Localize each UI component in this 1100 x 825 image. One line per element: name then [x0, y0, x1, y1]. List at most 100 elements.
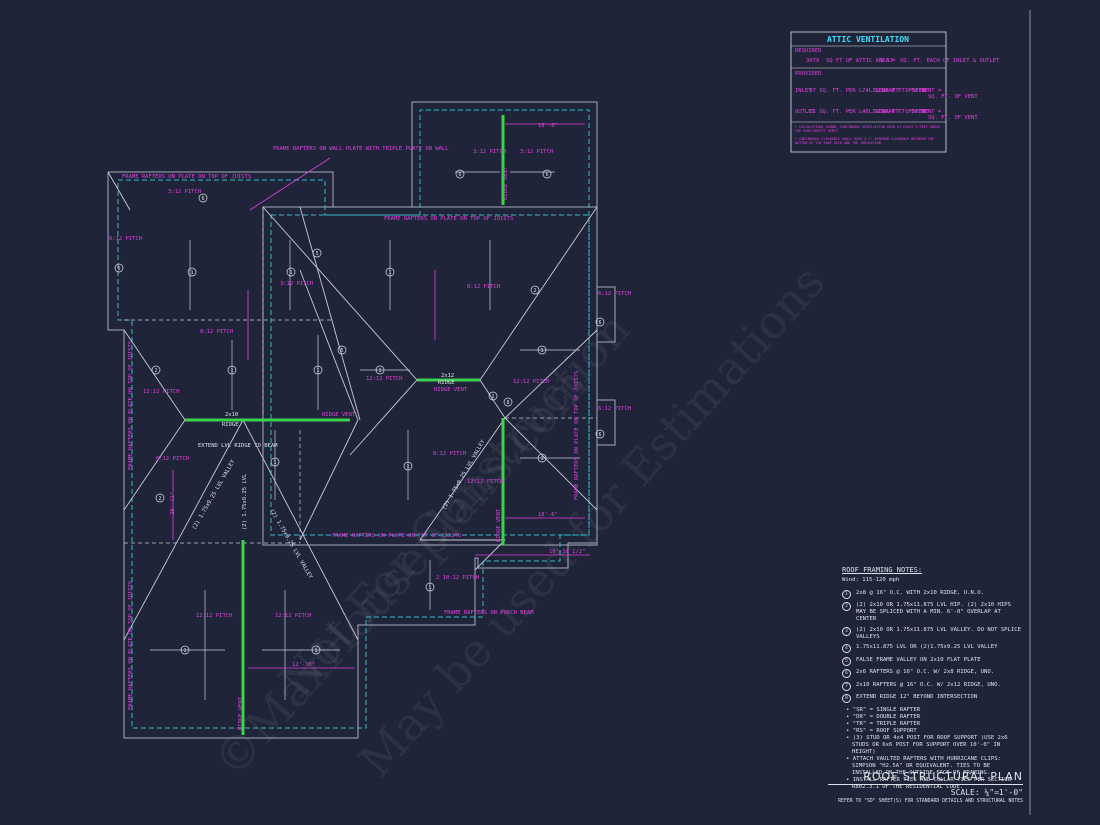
note-text: FALSE FRAME VALLEY ON 2x10 FLAT PLATE [856, 656, 981, 663]
notes-bullets-list: • "SR" = SINGLE RAFTER• "DR" = DOUBLE RA… [842, 707, 1022, 791]
ridge-vent-2: RIDGE VENT [434, 387, 468, 393]
note-item: 2(2) 2x10 OR 1.75x11.875 LVL HIP. (2) 2x… [842, 602, 1022, 623]
svg-text:1: 1 [183, 648, 186, 654]
note-number-circle: 7 [842, 681, 851, 691]
svg-text:6: 6 [201, 196, 204, 202]
vent-required-result-unit: SQ. FT. EACH OF INLET & OUTLET [900, 58, 1000, 64]
pitch-label-8: 6:12 PITCH [598, 406, 631, 412]
note-number-circle: 5 [842, 656, 851, 666]
pitch-label-6: 6:12 PITCH [156, 456, 189, 462]
vent-inlet-result: 5.18 [912, 88, 925, 94]
sheet-scale: SCALE: ¼"=1'-0" [950, 788, 1023, 797]
vent-inlet-unit: LINEAR FT. OF VENT = [875, 88, 942, 94]
watermark: ©MaxHouseplans.com Not For Construction … [203, 255, 835, 787]
bullet-dot: • [846, 728, 853, 735]
note-bullet: • (3) STUD OR 4x4 POST FOR ROOF SUPPORT … [842, 735, 1022, 756]
frame-rafters-vertical-3: FRAME RAFTERS ON PLATE ON TOP OF JOISTS [128, 581, 134, 710]
vent-outlet-count: 48 [862, 109, 869, 115]
ridges [185, 115, 505, 735]
bullet-text: INSTALL RAFTER TIES AND COLLAR TIES PER … [852, 777, 1012, 790]
note-item: 7 2x10 RAFTERS @ 16" O.C. W/ 2x12 RIDGE, … [842, 681, 1022, 691]
note-text: (2) 2x10 OR 1.75x11.875 LVL HIP. (2) 2x1… [856, 602, 1011, 623]
vent-outlet-label: OUTLET [795, 109, 816, 115]
svg-text:1: 1 [190, 270, 193, 276]
label-frame-rafters-wall-plate: FRAME RAFTERS ON WALL PLATE WITH TRIPLE … [273, 146, 449, 152]
bullet-dot: • [846, 756, 853, 763]
note-number-circle: 4 [842, 644, 851, 654]
svg-text:1: 1 [230, 368, 233, 374]
label-extend-lvl: EXTEND LVL RIDGE TO BEAM [198, 443, 278, 449]
note-bullet: • ATTACH VAULTED RAFTERS WITH HURRICANE … [842, 756, 1022, 777]
note-text: EXTEND RIDGE 12" BEYOND INTERSECTION [856, 694, 978, 701]
svg-text:5: 5 [315, 251, 318, 257]
label-frame-rafters-plate-1: FRAME RAFTERS ON PLATE ON TOP OF JOISTS [384, 216, 513, 222]
svg-text:1: 1 [406, 464, 409, 470]
bullet-text: "SR" = SINGLE RAFTER [852, 707, 921, 714]
svg-text:1: 1 [314, 648, 317, 654]
vent-note-2: * CONTINUOUS CLEARANCE SHALL HAVE A 1" M… [795, 136, 934, 146]
svg-text:1: 1 [540, 348, 543, 354]
svg-text:6: 6 [545, 172, 548, 178]
bullet-text: "DR" = DOUBLE RAFTER [852, 714, 921, 721]
ridge-label-1: RIDGE [222, 422, 239, 428]
ridge-vent-vertical-3: RIDGE VENT [238, 696, 244, 730]
vent-note-1: * CALCULATIONS SHOWN, CONTINUOUS VENTILA… [795, 125, 940, 134]
svg-text:6: 6 [458, 172, 461, 178]
eave-line [117, 109, 590, 729]
vent-provided-label: PROVIDED [795, 71, 822, 77]
pitch-label-2: 3:12 PITCH [473, 149, 506, 155]
note-text: 2x10 RAFTERS @ 16" O.C. W/ 2x12 RIDGE, U… [856, 681, 1001, 688]
dim-1: 18'-6" [538, 123, 558, 129]
note-item: 8 EXTEND RIDGE 12" BEYOND INTERSECTION [842, 694, 1022, 704]
vent-outlet-sqft: .11 SQ. FT. PER L. LINEAR FT. OF VENT [806, 109, 929, 115]
svg-text:1: 1 [428, 585, 431, 591]
pitch-label-9: 8:12 PITCH [200, 329, 233, 335]
svg-text:2: 2 [491, 394, 494, 400]
pitch-label-12: 12:12 PITCH [143, 389, 179, 395]
svg-text:1: 1 [289, 270, 292, 276]
vent-outlet-unit: LINEAR FT. OF VENT = [875, 109, 942, 115]
svg-text:5: 5 [340, 348, 343, 354]
svg-text:2: 2 [154, 368, 157, 374]
porch-pitch: 2 10:12 PITCH [436, 575, 479, 581]
ridge-size-2: 2x12 [441, 373, 454, 379]
frame-rafters-vertical-1: FRAME RAFTERS ON PLATE ON TOP OF JOISTS [128, 341, 134, 470]
dim-4: 10'-10 1/2" [549, 549, 585, 555]
note-number-circle: 3 [842, 626, 851, 636]
svg-text:1: 1 [273, 460, 276, 466]
pitch-label-7: 6:12 PITCH [598, 291, 631, 297]
vent-required-label: REQUIRED [795, 48, 822, 54]
note-text: (2) 2x10 OR 1.75x11.875 LVL VALLEY. DO N… [856, 626, 1022, 640]
svg-text:1: 1 [388, 270, 391, 276]
rafter-arrows [150, 171, 580, 700]
svg-text:6: 6 [598, 432, 601, 438]
svg-text:8: 8 [506, 400, 509, 406]
bullet-dot: • [846, 721, 853, 728]
pitch-label-4: 3:12 PITCH [280, 281, 313, 287]
note-number-circle: 8 [842, 694, 851, 704]
note-item: 4 1.75x11.875 LVL OR (2)1.75x9.25 LVL VAL… [842, 644, 1022, 654]
bullet-dot: • [846, 714, 853, 721]
valley-label-2: (2) 1.75x9.25 LVL VALLEY [192, 459, 237, 531]
dim-3: 12'-10" [292, 662, 315, 668]
pitch-label-10: 8:12 PITCH [467, 284, 500, 290]
bullet-text: ATTACH VAULTED RAFTERS WITH HURRICANE CL… [852, 756, 1001, 777]
vent-notes: * CALCULATIONS SHOWN, CONTINUOUS VENTILA… [795, 125, 945, 146]
ridge-vent-vertical-1: RIDGE VENT [503, 166, 509, 200]
vent-inlet-count: 74 [862, 88, 869, 94]
note-text: 1.75x11.875 LVL OR (2)1.75x9.25 LVL VALL… [856, 644, 998, 651]
label-frame-rafters-plate-2: FRAME RAFTERS ON PLATE ON TOP OF JOISTS [332, 533, 461, 539]
vent-outlet-result: 5.28 [912, 109, 925, 115]
dimension-lines [172, 123, 590, 669]
notes-wind: Wind: 115-120 mph [842, 576, 900, 583]
svg-text:1: 1 [378, 368, 381, 374]
note-bullet: • "TR" = TRIPLE RAFTER [842, 721, 1022, 728]
note-bullet: • "DR" = DOUBLE RAFTER [842, 714, 1022, 721]
pitch-label-5: 6:12 PITCH [109, 236, 142, 242]
bullet-text: "RS" = ROOF SUPPORT [852, 728, 917, 735]
lvl-label: (2) 1.75x9.25 LVL [242, 473, 248, 530]
